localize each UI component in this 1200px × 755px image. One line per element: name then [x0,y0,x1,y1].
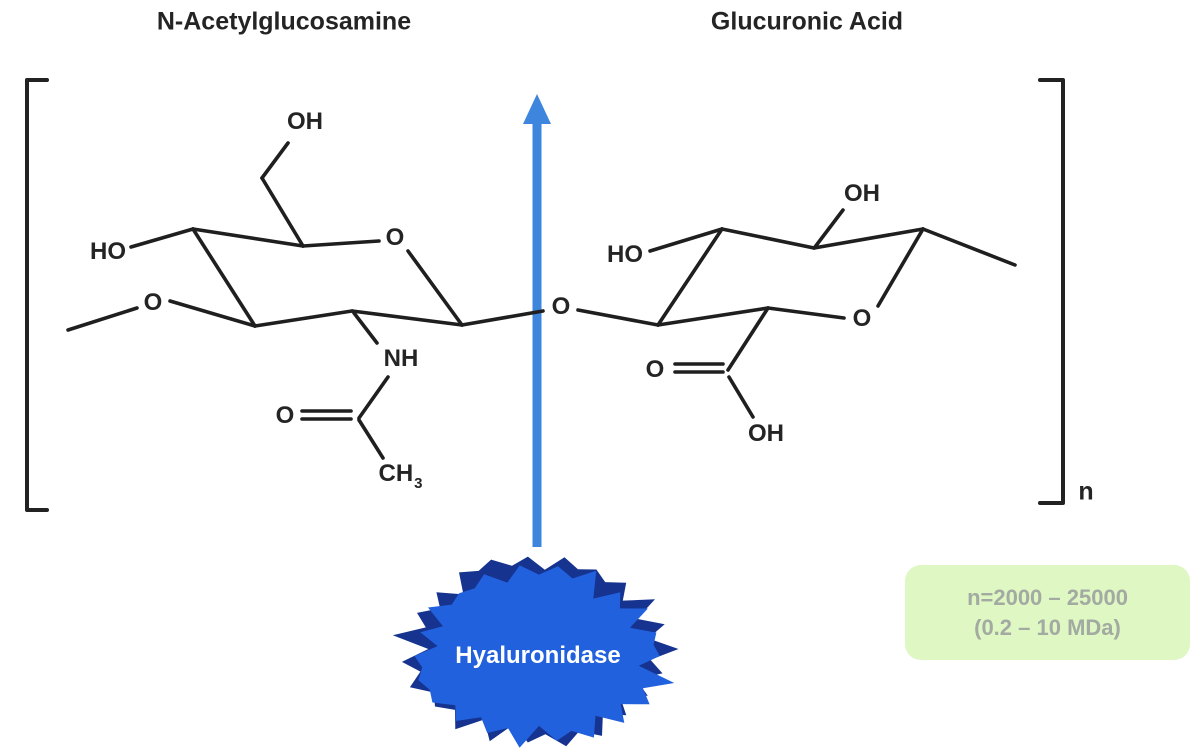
atom-ch3-acetyl: CH3 [378,460,422,492]
infobox-line-repeat-range: n=2000 – 25000 [967,584,1128,610]
glcnac-bonds [66,141,545,460]
glca-bonds [576,208,1017,419]
title-glucuronic-acid: Glucuronic Acid [710,7,904,36]
cleavage-arrow [523,94,551,547]
right-bracket [1038,78,1065,505]
atom-ho-glca-left: HO [607,241,643,268]
atom-o-glycosidic: O [551,293,571,320]
atom-o-glcnac-ring: O [385,224,405,251]
atom-oh-glca-top: OH [844,180,880,207]
atom-oh-carboxyl: OH [748,420,784,447]
atom-nh-glcnac: NH [383,345,419,372]
enzyme-blob [392,556,679,748]
left-bracket [25,78,49,512]
atom-o-carboxyl: O [645,356,665,383]
atom-o-glcnac-ether: O [143,289,163,316]
ch3-subscript: 3 [414,475,423,492]
atom-ho-glcnac-left: HO [90,238,126,265]
infobox-line-mass-range: (0.2 – 10 MDa) [974,614,1121,640]
title-n-acetylglucosamine: N-Acetylglucosamine [156,7,412,36]
enzyme-blob-body [414,565,675,748]
repeat-subscript-n: n [1078,477,1094,506]
atom-oh-glcnac-top: OH [287,108,323,135]
atom-o-glca-ring: O [852,305,872,332]
atom-o-acetyl: O [275,402,295,429]
enzyme-name-label: Hyaluronidase [455,642,621,669]
ch3-main: CH [378,460,414,487]
polymer-size-infobox: n=2000 – 25000 (0.2 – 10 MDa) [905,565,1190,660]
